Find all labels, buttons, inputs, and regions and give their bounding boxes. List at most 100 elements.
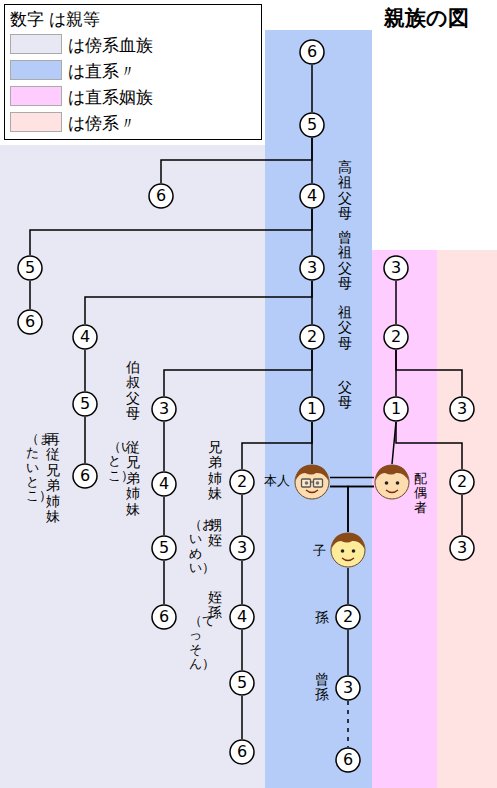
person-label: 子: [313, 542, 326, 560]
degree-number: 3: [391, 260, 401, 276]
degree-number: 4: [159, 476, 169, 492]
kinship-line: [163, 422, 165, 471]
face-illustration: [374, 464, 410, 500]
degree-number: 5: [237, 675, 247, 691]
degree-circle: 3: [151, 396, 177, 422]
degree-number: 6: [343, 752, 353, 768]
degree-circle: 6: [229, 739, 255, 765]
degree-number: 1: [307, 401, 317, 417]
degree-circle: 2: [229, 469, 255, 495]
degree-circle: 1: [383, 396, 409, 422]
degree-number: 3: [457, 401, 467, 417]
degree-number: 2: [391, 329, 401, 345]
kinship-line: [347, 701, 349, 747]
kinship-line: [84, 350, 86, 391]
degree-circle: 3: [299, 255, 325, 281]
degree-number: 6: [25, 314, 35, 330]
person-face: 子: [330, 532, 366, 568]
degree-circle: 4: [72, 324, 98, 350]
lineal-region: [265, 30, 372, 788]
degree-circle: 3: [383, 255, 409, 281]
kinship-line: [241, 495, 243, 535]
kinship-line: [241, 561, 243, 604]
degree-circle: 3: [449, 396, 475, 422]
collateral-affinity-region: [437, 250, 497, 788]
legend-text: は直系姻族: [68, 86, 153, 109]
degree-circle: 4: [229, 604, 255, 630]
relation-label: （おいめい）: [189, 518, 202, 575]
degree-number: 4: [80, 329, 90, 345]
relation-label: 孫: [315, 609, 329, 627]
relation-label: 甥姪: [208, 518, 222, 549]
marriage-line: [330, 478, 374, 487]
legend-text: は傍系血族: [68, 34, 153, 57]
kinship-line: [84, 417, 86, 463]
degree-number: 6: [80, 468, 90, 484]
kinship-line: [30, 209, 312, 255]
relation-label: 兄弟姉妹: [208, 440, 222, 502]
degree-circle: 5: [72, 391, 98, 417]
degree-circle: 2: [299, 324, 325, 350]
kinship-line: [85, 281, 312, 324]
degree-number: 2: [237, 474, 247, 490]
kinship-line: [395, 281, 397, 324]
degree-number: 4: [237, 609, 247, 625]
degree-circle: 5: [299, 112, 325, 138]
degree-number: 2: [307, 329, 317, 345]
degree-number: 6: [307, 44, 317, 60]
person-label: 配偶者: [414, 472, 427, 515]
degree-circle: 6: [335, 747, 361, 773]
degree-circle: 2: [335, 604, 361, 630]
relation-label: 曾祖父母: [338, 230, 352, 292]
degree-circle: 3: [449, 535, 475, 561]
degree-circle: 6: [299, 39, 325, 65]
kinship-line: [461, 495, 463, 535]
degree-circle: 4: [151, 471, 177, 497]
degree-number: 3: [307, 260, 317, 276]
kinship-line: [163, 561, 165, 604]
degree-circle: 3: [229, 535, 255, 561]
degree-number: 6: [159, 609, 169, 625]
degree-number: 1: [391, 401, 401, 417]
relation-label: （またいとこ）: [26, 432, 39, 503]
kinship-line: [347, 630, 349, 675]
legend-swatch: [10, 34, 62, 54]
kinship-line: [330, 487, 348, 533]
degree-circle: 6: [72, 463, 98, 489]
degree-circle: 2: [383, 324, 409, 350]
degree-circle: 6: [148, 183, 174, 209]
kinship-line: [163, 497, 165, 535]
degree-number: 3: [457, 540, 467, 556]
relation-label: 伯叔父母: [126, 360, 140, 422]
degree-number: 6: [156, 188, 166, 204]
degree-number: 5: [159, 540, 169, 556]
relation-label: 曾孫: [315, 672, 329, 703]
kinship-line: [29, 281, 31, 309]
degree-number: 6: [237, 744, 247, 760]
relation-label: （てっそん）: [189, 614, 202, 671]
kinship-line: [241, 696, 243, 739]
degree-number: 4: [307, 188, 317, 204]
legend-text: は直系〃: [68, 60, 136, 83]
degree-number: 5: [25, 260, 35, 276]
relation-label: 高祖父母: [338, 160, 352, 222]
face-illustration: [330, 532, 366, 568]
degree-circle: 6: [17, 309, 43, 335]
lineal-affinity-region: [372, 250, 437, 788]
legend-text: は傍系〃: [68, 112, 136, 135]
legend-swatch: [10, 112, 62, 132]
relation-label: 祖父母: [338, 305, 352, 351]
person-face: 本人: [294, 464, 330, 500]
person-face: 配偶者: [374, 464, 410, 500]
degree-number: 2: [343, 609, 353, 625]
degree-number: 3: [159, 401, 169, 417]
degree-circle: 5: [17, 255, 43, 281]
degree-circle: 5: [229, 670, 255, 696]
kinship-line: [242, 422, 312, 469]
kinship-line: [311, 65, 313, 112]
relation-label: 姪孫: [208, 590, 222, 621]
degree-circle: 2: [449, 469, 475, 495]
degree-circle: 5: [151, 535, 177, 561]
degree-circle: 6: [151, 604, 177, 630]
